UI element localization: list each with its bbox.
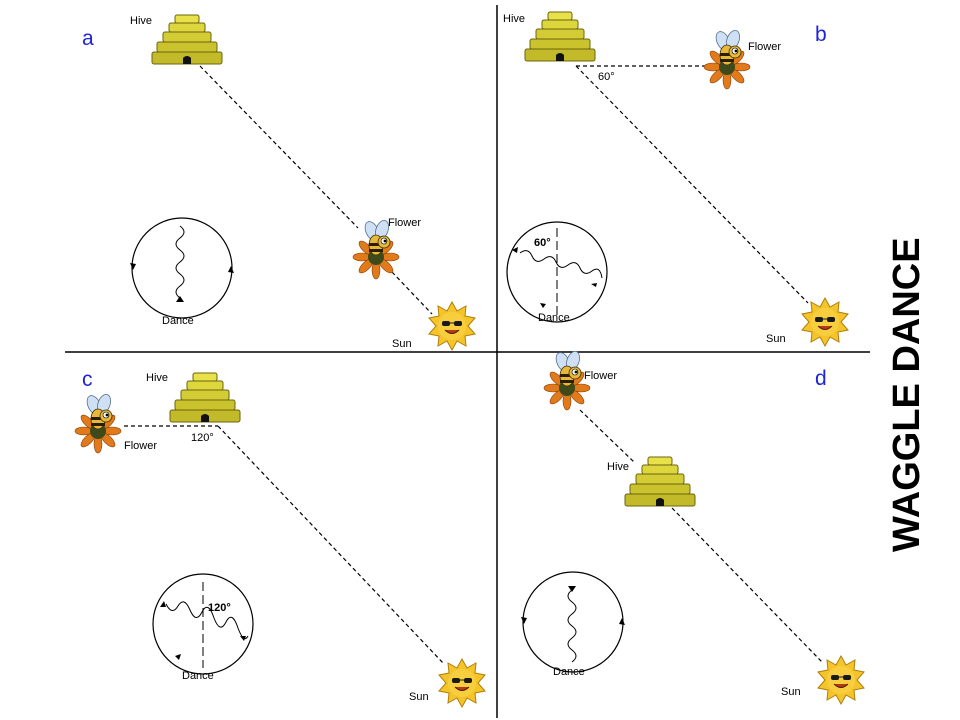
panel-letter-c: c bbox=[82, 368, 93, 391]
direction-line bbox=[199, 65, 359, 229]
panel-letter-b: b bbox=[815, 23, 827, 46]
smiling-sun-icon bbox=[817, 655, 865, 705]
dance-angle-label: 60° bbox=[534, 237, 551, 249]
flower-label: Flower bbox=[124, 440, 157, 452]
hive-label: Hive bbox=[607, 461, 629, 473]
panel-d: d Flower Hive Sun Dance bbox=[521, 349, 865, 705]
dance-diagram: 120° Dance bbox=[152, 573, 254, 682]
smiling-sun-icon bbox=[428, 301, 476, 351]
page-title: WAGGLE DANCE bbox=[886, 237, 928, 552]
angle-label: 60° bbox=[598, 71, 615, 83]
panel-letter-d: d bbox=[815, 367, 827, 390]
flower-label: Flower bbox=[748, 41, 781, 53]
sun-direction-line bbox=[217, 425, 445, 665]
dance-diagram: Dance bbox=[521, 571, 625, 678]
sun-direction-line bbox=[671, 507, 823, 663]
panel-b: b Hive 60° Flower Sun 60° Dance bbox=[503, 11, 849, 347]
panel-a: a Hive Flower Sun Dance bbox=[82, 14, 476, 351]
beehive-icon bbox=[524, 11, 596, 62]
sun-label: Sun bbox=[392, 338, 412, 350]
dance-diagram: Dance bbox=[130, 217, 234, 327]
sun-direction-line bbox=[575, 65, 809, 304]
direction-line bbox=[391, 271, 433, 315]
smiling-sun-icon bbox=[438, 658, 486, 708]
dance-label: Dance bbox=[162, 315, 194, 327]
sun-label: Sun bbox=[409, 691, 429, 703]
hive-label: Hive bbox=[146, 372, 168, 384]
flower-label: Flower bbox=[388, 217, 421, 229]
flower-label: Flower bbox=[584, 370, 617, 382]
bee-on-flower-icon bbox=[74, 392, 122, 454]
hive-label: Hive bbox=[130, 15, 152, 27]
dance-label: Dance bbox=[553, 666, 585, 678]
beehive-icon bbox=[624, 456, 696, 507]
panel-c: c Hive 120° Flower Sun 120° Dance bbox=[74, 368, 486, 708]
direction-line bbox=[579, 409, 635, 463]
bee-on-flower-icon bbox=[703, 28, 751, 90]
sun-label: Sun bbox=[781, 686, 801, 698]
dance-label: Dance bbox=[182, 670, 214, 682]
dance-label: Dance bbox=[538, 312, 570, 324]
beehive-icon bbox=[169, 372, 241, 423]
sun-label: Sun bbox=[766, 333, 786, 345]
smiling-sun-icon bbox=[801, 297, 849, 347]
dance-diagram: 60° Dance bbox=[506, 221, 608, 324]
hive-label: Hive bbox=[503, 13, 525, 25]
angle-label: 120° bbox=[191, 432, 214, 444]
dance-angle-label: 120° bbox=[208, 602, 231, 614]
panel-letter-a: a bbox=[82, 27, 94, 50]
beehive-icon bbox=[151, 14, 223, 65]
